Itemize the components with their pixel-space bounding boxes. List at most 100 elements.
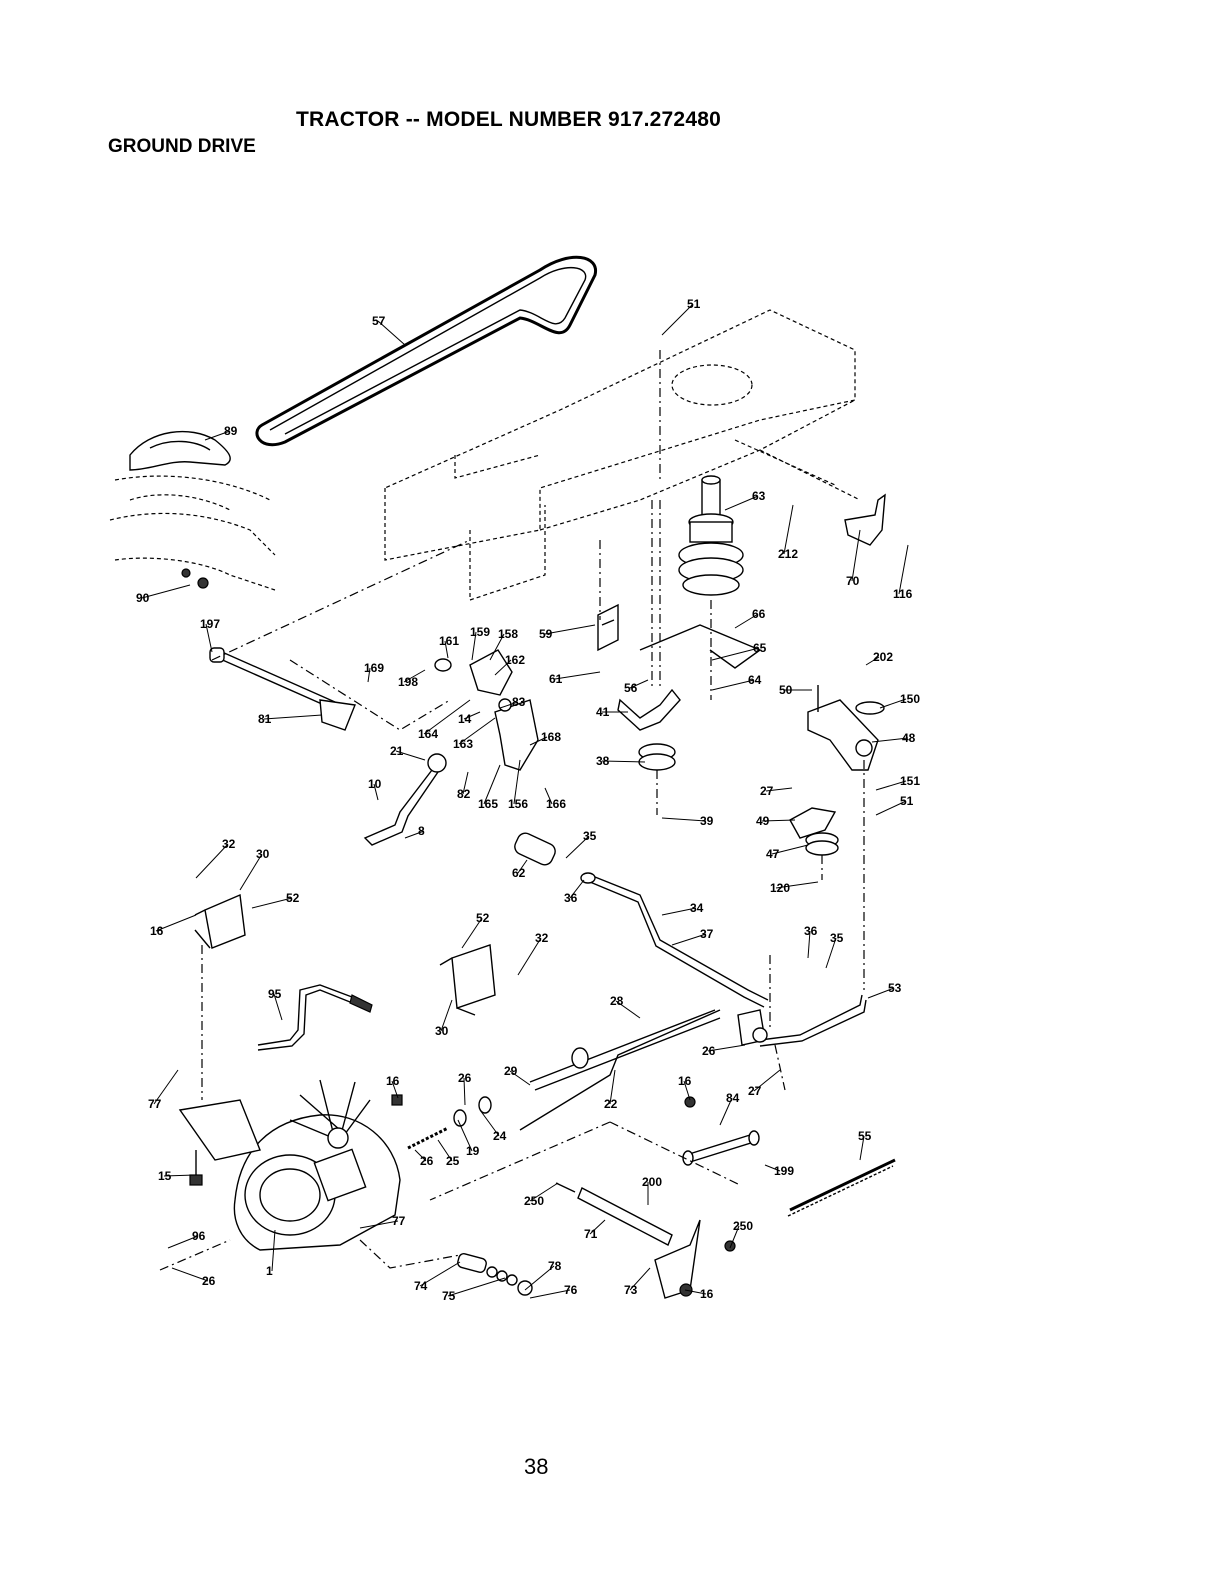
- callout-leader: [479, 1109, 500, 1137]
- callout-label-47: 47: [766, 847, 780, 861]
- callout-label-159: 159: [470, 625, 490, 639]
- callout-label-30: 30: [435, 1024, 449, 1038]
- callout-leader: [707, 1044, 746, 1052]
- callout-leader: [494, 659, 512, 676]
- callout-leader: [684, 1289, 707, 1295]
- callout-leader: [569, 879, 585, 899]
- callout-leader: [204, 430, 231, 441]
- callout-label-164: 164: [418, 727, 438, 741]
- callout-leader: [263, 714, 323, 720]
- callout-label-116: 116: [893, 587, 913, 601]
- callout-label-34: 34: [690, 901, 704, 915]
- callout-label-52: 52: [286, 891, 300, 905]
- callout-label-16: 16: [150, 924, 164, 938]
- callout-label-198: 198: [398, 675, 418, 689]
- callout-label-37: 37: [700, 927, 714, 941]
- callout-leader: [437, 1139, 453, 1162]
- callout-leader: [683, 1080, 691, 1101]
- callout-leader: [867, 987, 895, 999]
- dashed-centerlines: [159, 350, 786, 1271]
- bracket-30-left: [194, 893, 246, 949]
- callout-label-77: 77: [392, 1214, 406, 1228]
- callout-leader: [859, 1135, 865, 1161]
- callout-leader: [444, 640, 449, 659]
- callout-leader: [807, 930, 811, 959]
- bracket-assembly: [434, 649, 539, 771]
- callout-leader: [879, 698, 907, 709]
- callout-label-89: 89: [224, 424, 238, 438]
- callout-leader: [463, 1077, 466, 1106]
- callout-label-8: 8: [418, 824, 425, 838]
- callout-label-50: 50: [779, 683, 793, 697]
- rods-28-22: [519, 1009, 721, 1131]
- callout-label-35: 35: [830, 931, 844, 945]
- callout-label-162: 162: [505, 653, 525, 667]
- callout-label-70: 70: [846, 574, 860, 588]
- callout-leader: [141, 584, 191, 599]
- callout-label-84: 84: [726, 1091, 740, 1105]
- shaft-34: [514, 832, 769, 1008]
- callout-leader: [529, 1289, 571, 1299]
- callout-label-35: 35: [583, 829, 597, 843]
- callout-leader: [724, 495, 759, 511]
- callout-leader: [609, 1069, 616, 1105]
- callout-label-96: 96: [192, 1229, 206, 1243]
- callout-label-30: 30: [256, 847, 270, 861]
- callout-leader: [457, 1119, 473, 1152]
- callout-leader: [462, 771, 469, 795]
- callout-leader: [765, 787, 793, 792]
- callout-label-64: 64: [748, 673, 762, 687]
- callout-label-150: 150: [900, 692, 920, 706]
- shift-lever: [363, 753, 447, 846]
- callout-leader: [601, 760, 646, 763]
- pulley-assembly: [638, 475, 744, 815]
- callout-label-56: 56: [624, 681, 638, 695]
- callout-label-81: 81: [258, 712, 272, 726]
- callout-leader: [395, 750, 426, 761]
- callout-label-38: 38: [596, 754, 610, 768]
- callout-leader: [513, 759, 521, 805]
- callout-label-41: 41: [596, 705, 610, 719]
- callout-label-14: 14: [458, 712, 472, 726]
- parts-74-78: [359, 1239, 533, 1296]
- callout-label-49: 49: [756, 814, 770, 828]
- callout-label-51: 51: [687, 297, 701, 311]
- callout-leader: [153, 1069, 179, 1105]
- callout-label-24: 24: [493, 1129, 507, 1143]
- callout-leader: [719, 1097, 733, 1126]
- callout-label-51: 51: [900, 794, 914, 808]
- callout-label-161: 161: [439, 634, 459, 648]
- callout-label-36: 36: [804, 924, 818, 938]
- callout-leader: [661, 907, 697, 916]
- callout-leader: [171, 1267, 209, 1282]
- callout-leader: [458, 717, 496, 745]
- link-53: [759, 994, 867, 1047]
- bracket-59: [597, 603, 762, 731]
- callout-leader: [783, 504, 794, 555]
- callout-label-10: 10: [368, 777, 382, 791]
- callout-leader: [615, 1000, 641, 1019]
- callout-leader: [544, 624, 596, 635]
- callout-leader: [391, 1080, 399, 1099]
- callout-label-165: 165: [478, 797, 498, 811]
- callout-label-22: 22: [604, 1097, 618, 1111]
- callout-leader: [589, 1219, 606, 1235]
- callout-leader: [403, 669, 426, 683]
- callout-label-156: 156: [508, 797, 528, 811]
- callout-leader: [544, 787, 553, 805]
- callout-leader: [761, 819, 796, 822]
- callout-label-66: 66: [752, 607, 766, 621]
- callout-leader: [771, 844, 809, 855]
- callout-leader: [775, 881, 819, 889]
- callout-leader: [440, 999, 453, 1032]
- callout-label-78: 78: [548, 1259, 562, 1273]
- callout-leader: [423, 699, 471, 735]
- callout-label-27: 27: [760, 784, 774, 798]
- callout-leader: [367, 667, 371, 683]
- callout-label-52: 52: [476, 911, 490, 925]
- callout-leader: [729, 1225, 740, 1249]
- callout-leader: [734, 613, 759, 629]
- callout-leader: [524, 1265, 555, 1291]
- callout-leader: [517, 859, 528, 874]
